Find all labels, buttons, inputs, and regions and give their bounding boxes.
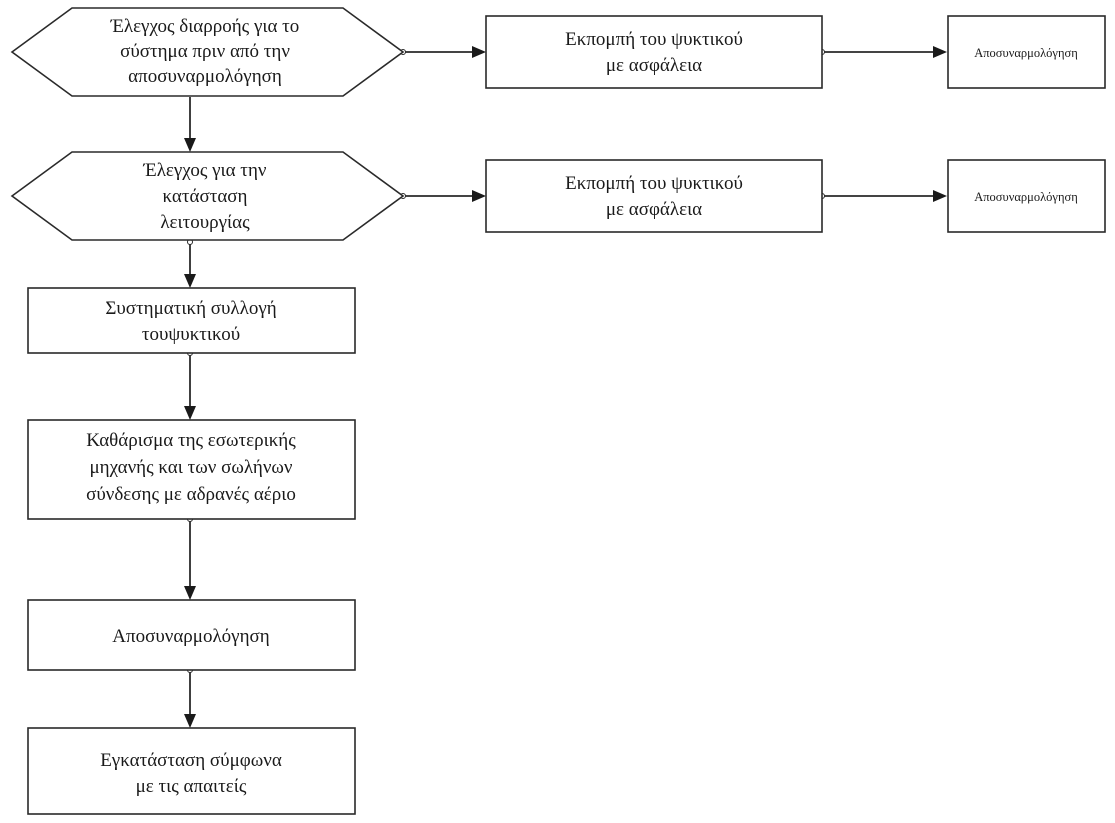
decision-operation-check-line-2: κατάσταση [163, 186, 248, 207]
arrowhead-icon [184, 274, 196, 288]
arrowhead-icon [184, 586, 196, 600]
arrowhead-icon [184, 406, 196, 420]
emit-refrigerant-step-2: Εκπομπή του ψυκτικού με ασφάλεια [485, 159, 823, 233]
emit-refrigerant-2-line-2: με ασφάλεια [606, 199, 702, 220]
installation-step: Εγκατάσταση σύμφωνα με τις απαιτείς [27, 727, 356, 815]
refrigerant-collection-step: Συστηματική συλλογή τουψυκτικού [27, 287, 356, 354]
cleaning-line-1: Καθάρισμα της εσωτερικής [86, 430, 296, 451]
installation-line-1: Εγκατάσταση σύμφωνα [100, 750, 282, 771]
arrowhead-icon [184, 138, 196, 152]
disassembly-step-1: Αποσυναρμολόγηση [947, 15, 1106, 89]
decision-leak-check-line-1: Έλεγχος διαρροής για το [110, 16, 300, 37]
installation-line-2: με τις απαιτείς [136, 776, 247, 797]
emit-refrigerant-2-line-1: Εκπομπή του ψυκτικού [565, 173, 743, 194]
arrowhead-icon [184, 714, 196, 728]
decision-leak-check: Έλεγχος διαρροής για το σύστημα πριν από… [10, 7, 405, 97]
decision-leak-check-line-2: σύστημα πριν από την [120, 41, 290, 62]
collection-line-1: Συστηματική συλλογή [105, 298, 276, 319]
decision-operation-check-line-3: λειτουργίας [160, 212, 250, 233]
disassembly-2-label: Αποσυναρμολόγηση [974, 190, 1078, 204]
arrowhead-icon [933, 46, 947, 58]
emit-refrigerant-step-1: Εκπομπή του ψυκτικού με ασφάλεια [485, 15, 823, 89]
arrowhead-icon [472, 190, 486, 202]
emit-refrigerant-1-line-2: με ασφάλεια [606, 55, 702, 76]
cleaning-step: Καθάρισμα της εσωτερικής μηχανής και των… [27, 419, 356, 520]
emit-refrigerant-1-line-1: Εκπομπή του ψυκτικού [565, 29, 743, 50]
decision-operation-check: Έλεγχος για την κατάσταση λειτουργίας [10, 151, 405, 241]
disassembly-1-label: Αποσυναρμολόγηση [974, 46, 1078, 60]
cleaning-line-3: σύνδεσης με αδρανές αέριο [86, 484, 296, 505]
collection-line-2: τουψυκτικού [142, 324, 240, 345]
arrowhead-icon [472, 46, 486, 58]
cleaning-line-2: μηχανής και των σωλήνων [89, 457, 292, 478]
disassembly-step-2: Αποσυναρμολόγηση [947, 159, 1106, 233]
decision-operation-check-line-1: Έλεγχος για την [143, 160, 267, 181]
decision-leak-check-line-3: αποσυναρμολόγηση [128, 66, 282, 87]
disassembly-main-step: Αποσυναρμολόγηση [27, 599, 356, 671]
disassembly-main-label: Αποσυναρμολόγηση [112, 626, 269, 647]
arrowhead-icon [933, 190, 947, 202]
